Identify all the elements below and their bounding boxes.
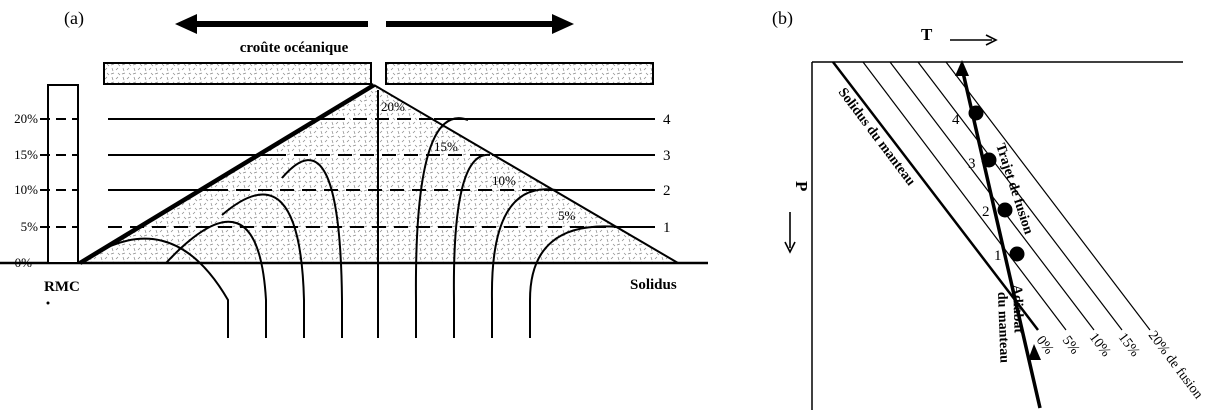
crust-label: croûte océanique [240,40,349,56]
spreading-arrows [175,14,574,34]
isopleth-20 [946,62,1150,330]
point-2-number: 2 [982,204,990,220]
t-axis-label: T [921,25,933,44]
rmc-column [48,85,78,263]
isopleth-5 [863,62,1066,330]
tick-20: 20% [14,111,38,126]
level-1-number: 1 [663,220,671,236]
tick-5: 5% [21,219,39,234]
tick-15: 15% [14,147,38,162]
isopleth-label-15: 15% [1115,330,1143,360]
solidus-du-manteau-label: Solidus du manteau [835,85,918,189]
isopleth-label-20: 20% de fusion [1145,328,1206,402]
point-3-number: 3 [968,156,976,172]
panel-b: (b) T P Solidus du manteau 0% 5% 10% 15%… [772,8,1205,410]
point-1-number: 1 [994,248,1002,264]
p-axis-label: P [792,181,811,191]
tick-10: 10% [14,182,38,197]
contour-5: 5% [558,208,576,223]
adiabat-label-line1: Adiabat [1009,285,1026,334]
level-2-number: 2 [663,183,671,199]
melt-point-2 [998,203,1013,218]
solidus-label: Solidus [630,277,677,293]
rmc-dot [47,302,50,305]
point-4-number: 4 [952,112,960,128]
panel-b-label: (b) [772,8,793,29]
isopleth-label-5: 5% [1059,333,1082,357]
level-3-number: 3 [663,148,671,164]
arrow-head-right [552,14,574,34]
crust-plate-right [386,63,653,84]
isopleth-label-10: 10% [1086,330,1114,360]
tick-0: 0% [15,255,33,270]
contour-20: 20% [381,99,405,114]
adiabat-label-line2: du manteau [994,292,1011,364]
melt-point-4 [969,106,984,121]
panel-a: (a) croûte océanique 0% 5% 10% 15% 20% [0,8,708,338]
rmc-label: RMC [44,279,80,295]
melt-point-3 [982,153,997,168]
melt-point-1 [1010,247,1025,262]
solidus-line [833,62,1038,330]
panel-a-label: (a) [64,8,84,29]
contour-15: 15% [434,139,458,154]
level-4-number: 4 [663,112,671,128]
contour-10: 10% [492,173,516,188]
crust-plate-left [104,63,371,84]
arrow-head-left [175,14,197,34]
